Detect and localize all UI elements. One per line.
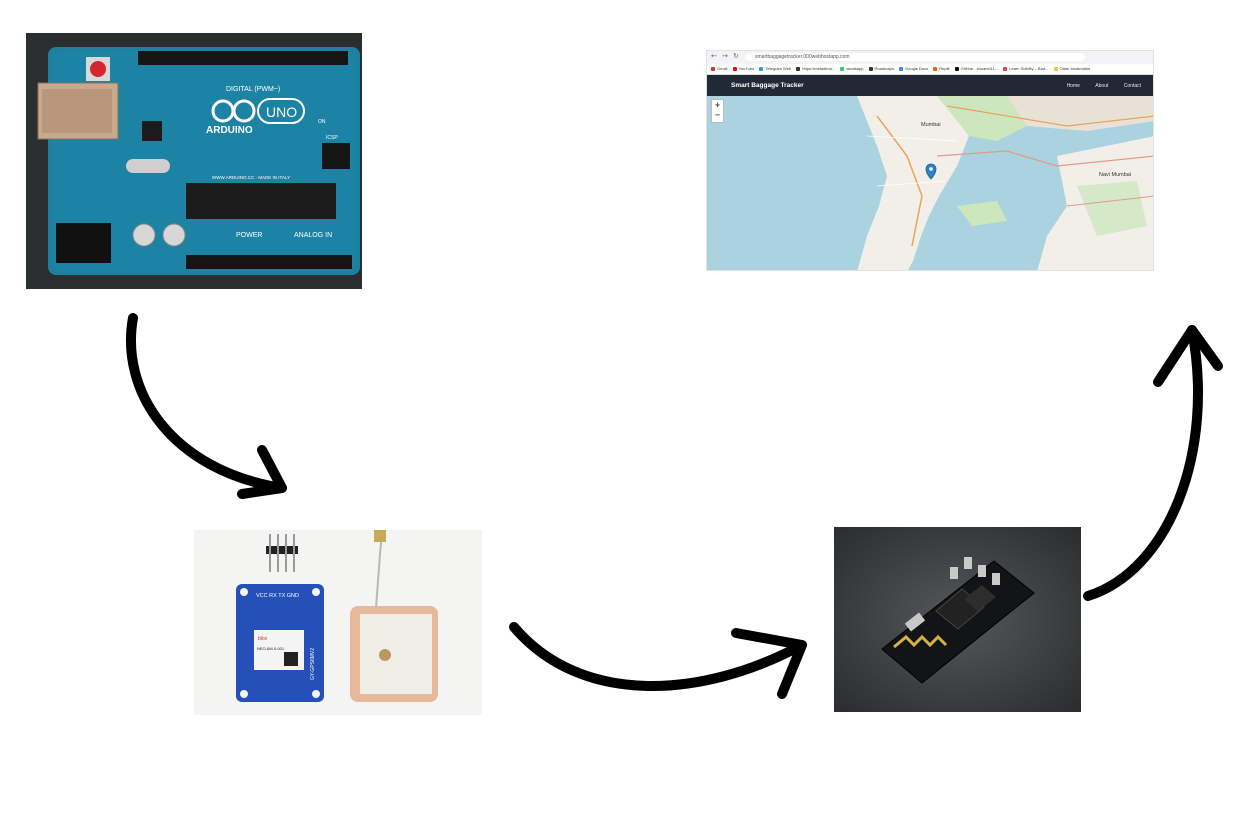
arduino-uno-board: ARDUINO UNO DIGITAL (PWM~) POWER ANALOG … (26, 33, 362, 289)
digital-label: DIGITAL (PWM~) (226, 86, 280, 93)
address-bar[interactable]: smartbaggagetracker.000webhostapp.com (745, 53, 1085, 61)
location-marker-icon[interactable] (925, 163, 937, 180)
power-label: POWER (236, 232, 262, 239)
bookmark-google-docs[interactable]: Google Docs (899, 64, 928, 74)
arduino-website: WWW.ARDUINO.CC - MADE IN ITALY (212, 175, 290, 180)
browser-toolbar: ← → ↻ smartbaggagetracker.000webhostapp.… (707, 51, 1153, 64)
bookmark-github[interactable]: GitHub - shuanct11... (954, 64, 998, 74)
forward-icon[interactable]: → (722, 52, 728, 60)
app-navbar: Smart Baggage Tracker Home About Contact (707, 75, 1153, 96)
bookmark-roadmaps[interactable]: Roadmaps (868, 64, 894, 74)
nav-links: Home About Contact (1053, 83, 1141, 89)
bookmark-other[interactable]: Other bookmarks (1053, 64, 1090, 74)
arrow-arduino-to-gps (126, 313, 287, 493)
map-zoom-control: + − (711, 99, 724, 123)
esp8266-module-image (834, 527, 1081, 712)
esp8266-board (834, 527, 1081, 712)
zoom-out-button[interactable]: − (714, 111, 721, 119)
reload-icon[interactable]: ↻ (733, 52, 739, 60)
zoom-in-button[interactable]: + (714, 101, 721, 109)
baggage-tracker-screenshot: ← → ↻ smartbaggagetracker.000webhostapp.… (706, 50, 1154, 271)
bookmark-solidity[interactable]: Learn Solidity – Bad... (1003, 64, 1048, 74)
arduino-brand-text: ARDUINO (206, 125, 253, 136)
arrow-esp-to-tracker (1083, 325, 1203, 601)
arrow-gps-to-esp (509, 622, 807, 691)
arduino-uno-image: ARDUINO UNO DIGITAL (PWM~) POWER ANALOG … (26, 33, 362, 289)
bookmark-gmail[interactable]: Gmail (711, 64, 727, 74)
arrow-arduino-to-gps-head (237, 445, 287, 499)
icsp-label: ICSP (326, 135, 338, 141)
bookmark-replit[interactable]: Replit (933, 64, 950, 74)
bookmark-youtube[interactable]: YouTube (732, 64, 754, 74)
on-label: ON (318, 119, 326, 125)
back-icon[interactable]: ← (711, 52, 717, 60)
gps-module-drawing: VCC RX TX GND blox NEO-6M-0-001 GY-GPS6M… (194, 530, 482, 715)
app-title[interactable]: Smart Baggage Tracker (731, 82, 804, 89)
gps-module-image: VCC RX TX GND blox NEO-6M-0-001 GY-GPS6M… (194, 530, 482, 715)
gps-pin-labels: VCC RX TX GND (256, 593, 299, 599)
gps-chip-model: NEO-6M-0-001 (257, 646, 285, 651)
nav-contact[interactable]: Contact (1123, 83, 1141, 89)
map-tiles: Mumbai Navi Mumbai (707, 96, 1153, 270)
arrow-esp-to-tracker-head (1153, 325, 1223, 387)
arrow-gps-to-esp-head (731, 628, 807, 699)
nav-about[interactable]: About (1095, 83, 1109, 89)
map-label-navi-mumbai: Navi Mumbai (1099, 172, 1131, 178)
nav-home[interactable]: Home (1066, 83, 1080, 89)
map-view[interactable]: Mumbai Navi Mumbai (707, 96, 1153, 270)
bookmarks-bar: Gmail YouTube Telegram Web https://metad… (707, 64, 1153, 75)
analog-label: ANALOG IN (294, 232, 332, 239)
map-label-mumbai: Mumbai (921, 122, 941, 128)
gps-board-label: GY-GPS6MV2 (310, 648, 316, 680)
gps-chip-brand: blox (258, 636, 268, 642)
bookmark-telegram[interactable]: Telegram Web (759, 64, 791, 74)
arduino-model-text: UNO (266, 104, 297, 120)
bookmark-metadima[interactable]: https://metadima... (796, 64, 835, 74)
bookmark-whatsapp[interactable]: whatsapp (840, 64, 863, 74)
